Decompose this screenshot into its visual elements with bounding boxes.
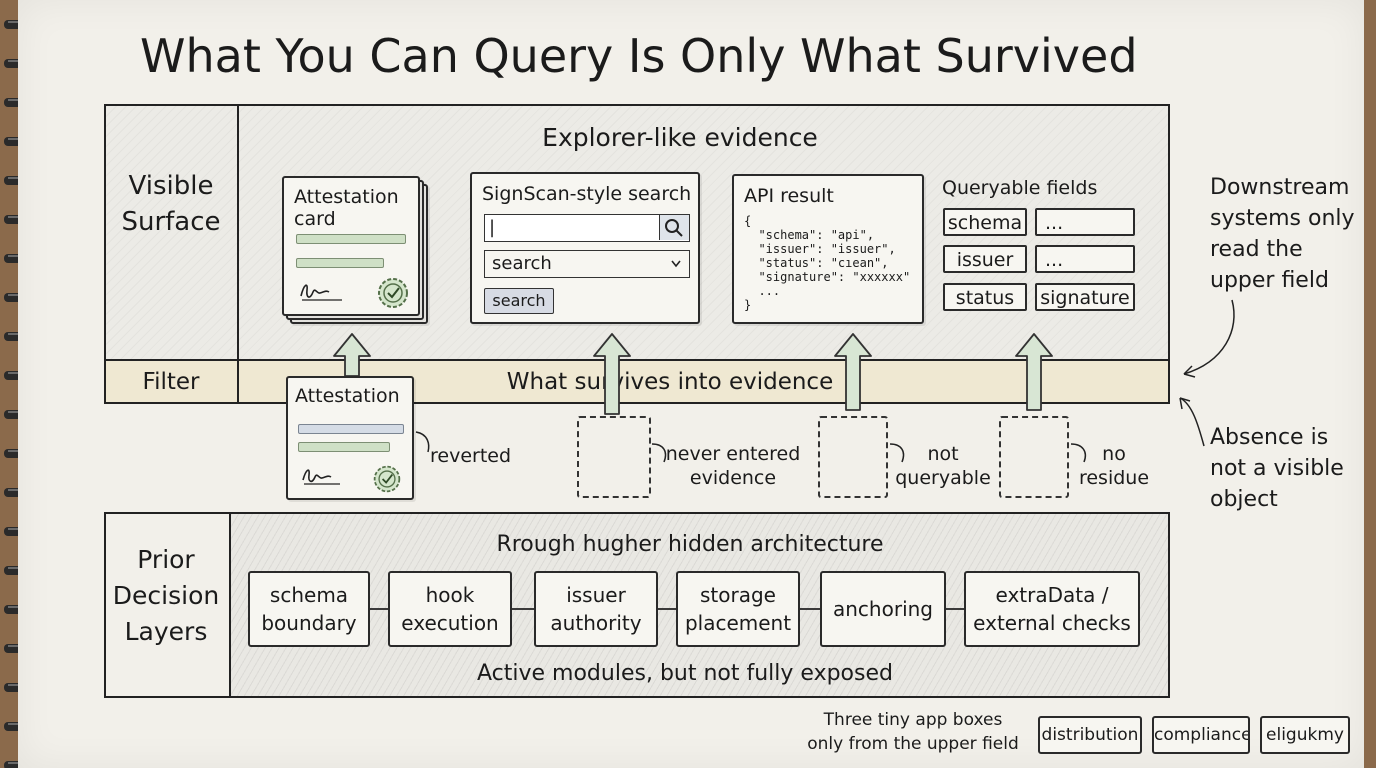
signature-icon	[300, 284, 342, 301]
prior-decision-header: Rrough hugher hidden architecture	[496, 532, 884, 557]
app-compliance[interactable]: compliance	[1152, 716, 1250, 754]
search-icon	[665, 219, 683, 237]
no-residue-placeholder	[999, 416, 1069, 498]
api-result-panel: API result { "schema": "api", "issuer": …	[732, 174, 924, 324]
apps-caption: Three tiny app boxes only from the upper…	[807, 710, 1019, 754]
never-entered-placeholder	[577, 416, 651, 498]
api-result-code: { "schema": "api", "issuer": "issuer", "…	[744, 214, 911, 312]
check-seal-icon	[378, 278, 408, 308]
prior-decision-footer: Active modules, but not fully exposed	[477, 661, 893, 686]
field-signature[interactable]: signature	[1035, 283, 1135, 311]
search-button[interactable]: search	[484, 288, 554, 314]
attestation-card-green-bar	[296, 258, 384, 268]
api-result-title: API result	[744, 185, 834, 207]
search-select[interactable]: search	[484, 250, 690, 278]
reverted-card-bar	[298, 424, 404, 434]
field-issuer[interactable]: issuer	[943, 245, 1027, 273]
reverted-attestation-card[interactable]: Attestation	[286, 376, 414, 500]
up-arrow	[834, 333, 872, 411]
filter-caption: What survives into evidence	[506, 369, 834, 395]
no-residue-label: no residue	[1078, 443, 1150, 489]
downstream-note: Downstream systems only read the upper f…	[1210, 175, 1355, 293]
up-arrow	[1015, 333, 1053, 411]
not-queryable-placeholder	[818, 416, 888, 498]
field-schema[interactable]: schema	[943, 208, 1027, 236]
search-panel-title: SignScan-style search	[482, 183, 692, 205]
attestation-card-title: Attestation card	[294, 186, 399, 230]
up-arrow	[593, 333, 631, 415]
field-status[interactable]: status	[943, 283, 1027, 311]
signature-icon	[302, 469, 340, 485]
app-eligibility[interactable]: eligukmy	[1260, 716, 1350, 754]
reverted-label: reverted	[430, 445, 512, 467]
filter-label-divider	[237, 359, 239, 404]
prior-decision-divider	[229, 512, 231, 698]
field-ellipsis[interactable]: ...	[1035, 208, 1135, 236]
visible-surface-header: Explorer-like evidence	[542, 123, 818, 152]
not-queryable-label: not queryable	[895, 443, 991, 489]
filter-band	[104, 359, 1170, 404]
layer-extradata-external-checks[interactable]: extraData /external checks	[964, 571, 1140, 647]
never-entered-label: never entered evidence	[665, 443, 801, 489]
queryable-fields-title: Queryable fields	[942, 177, 1098, 199]
search-icon-button[interactable]	[659, 215, 689, 240]
filter-label: Filter	[142, 369, 200, 395]
absence-note: Absence is not a visible object	[1210, 425, 1344, 512]
layer-anchoring[interactable]: anchoring	[820, 571, 946, 647]
attestation-card-green-bar	[296, 234, 406, 244]
page-title: What You Can Query Is Only What Survived	[140, 29, 1138, 83]
reverted-attestation-title: Attestation	[295, 385, 400, 407]
prior-decision-label: Prior Decision Layers	[112, 545, 220, 646]
attestation-card[interactable]: Attestation card	[282, 176, 420, 316]
app-distribution[interactable]: distribution	[1038, 716, 1142, 754]
visible-surface-label-divider	[237, 104, 239, 404]
reverted-card-bar	[298, 442, 390, 452]
search-input[interactable]: |	[484, 214, 690, 242]
field-ellipsis[interactable]: ...	[1035, 245, 1135, 273]
check-seal-icon	[373, 465, 401, 493]
signscan-search-panel: SignScan-style search | search search	[470, 172, 700, 324]
visible-surface-label: Visible Surface	[121, 171, 221, 237]
chevron-down-icon	[671, 260, 681, 268]
